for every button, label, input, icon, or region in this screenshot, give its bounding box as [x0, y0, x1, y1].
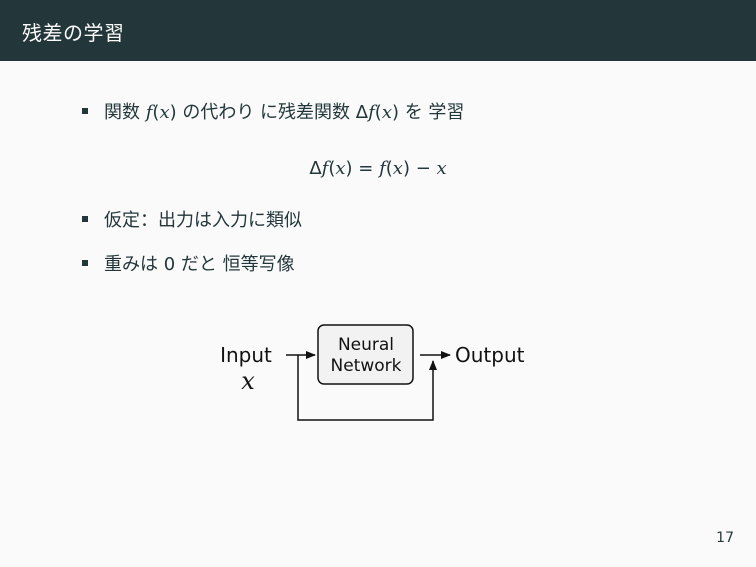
- bullet-1-pre: 関数: [104, 102, 146, 123]
- page-number: 17: [716, 530, 734, 546]
- bullet-1-lp2: (: [374, 102, 382, 123]
- residual-equation: Δf(x) = f(x) − x: [0, 158, 756, 179]
- bullet-1-f2: f: [368, 102, 375, 123]
- bullet-1: 関数 f(x) の代わり に残差関数 Δf(x) を 学習: [104, 98, 464, 124]
- bullet-1-post: ) を 学習: [391, 102, 465, 123]
- eq-delta: Δ: [309, 158, 322, 179]
- eq-x2: x: [392, 158, 403, 179]
- bullet-1-x: x: [159, 102, 170, 123]
- skip-connection: [297, 355, 437, 421]
- bullet-3-zero: 0: [163, 254, 176, 275]
- neural-network-box: [317, 324, 414, 385]
- slide-header: 残差の学習: [0, 0, 756, 61]
- bullet-1-x2: x: [381, 102, 392, 123]
- eq-rp2: ): [402, 158, 410, 179]
- bullet-3-pre: 重みは: [104, 254, 164, 275]
- bullet-3: 重みは 0 だと 恒等写像: [104, 250, 295, 276]
- eq-x3: x: [436, 158, 447, 179]
- eq-rp1: ): [345, 158, 353, 179]
- bullet-2: 仮定：出力は入力に類似: [104, 210, 302, 231]
- box-label-line1: Neural: [338, 335, 394, 355]
- eq-equals: =: [352, 158, 380, 179]
- eq-x1: x: [335, 158, 346, 179]
- bullet-marker: [82, 216, 88, 222]
- input-variable: x: [241, 367, 255, 395]
- slide-title: 残差の学習: [22, 21, 125, 45]
- output-label: Output: [455, 343, 525, 367]
- eq-f2: f: [379, 158, 386, 179]
- eq-lp1: (: [328, 158, 336, 179]
- eq-f1: f: [321, 158, 329, 179]
- bullet-1-f: f: [145, 102, 153, 123]
- eq-lp2: (: [385, 158, 393, 179]
- bullet-marker: [82, 260, 88, 266]
- box-label-line2: Network: [331, 356, 402, 376]
- bullet-marker: [82, 108, 88, 114]
- input-label: Input: [220, 343, 272, 367]
- bullet-3-post: だと 恒等写像: [175, 254, 295, 275]
- bullet-1-lp: (: [152, 102, 160, 123]
- eq-minus: −: [409, 158, 437, 179]
- bullet-1-mid: ) の代わり に残差関数 Δ: [169, 102, 369, 123]
